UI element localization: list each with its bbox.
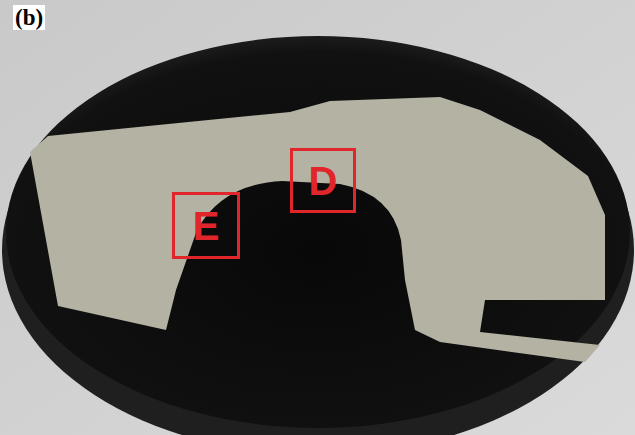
region-box: D xyxy=(290,148,356,213)
resin-mount xyxy=(6,36,630,428)
metal-section xyxy=(30,97,605,362)
region-box: E xyxy=(172,192,240,259)
panel-label: (b) xyxy=(13,5,45,30)
region-letter: D xyxy=(309,161,338,201)
region-letter: E xyxy=(193,206,220,246)
